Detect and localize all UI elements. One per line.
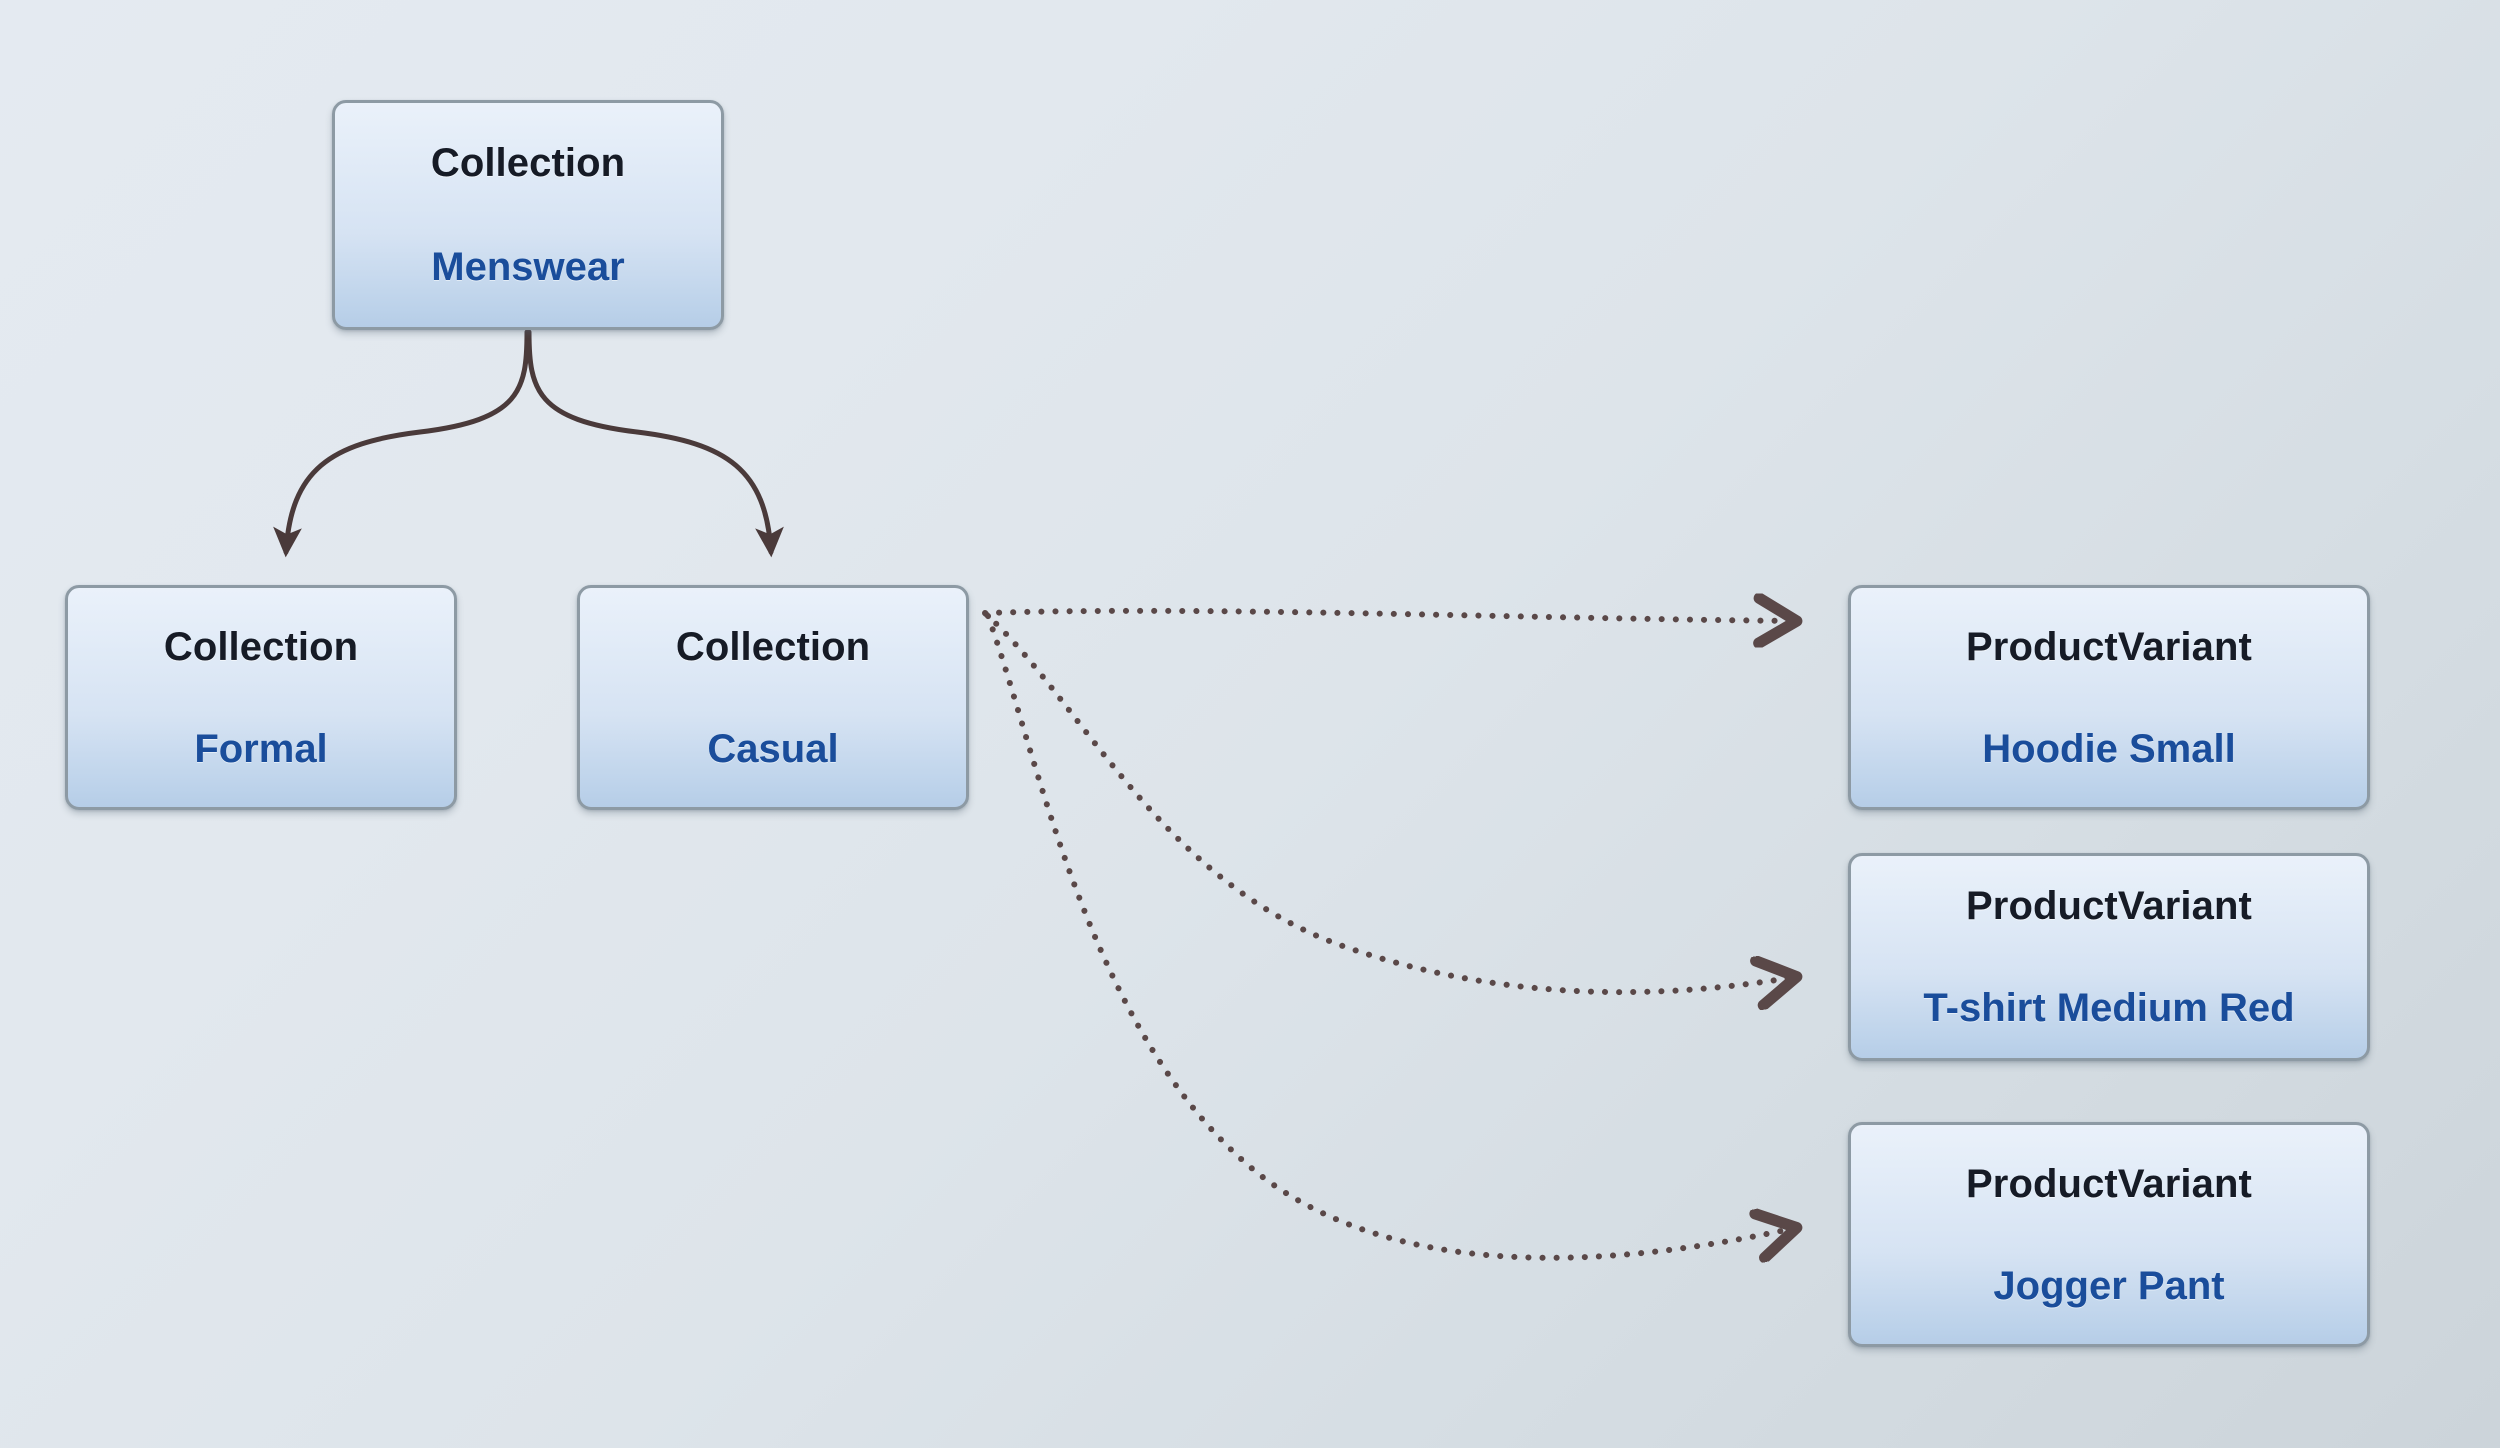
edge-casual-jogger xyxy=(985,613,1795,1258)
node-type-label: Collection xyxy=(675,624,871,669)
edge-casual-tshirt xyxy=(983,611,1795,992)
node-collection-menswear[interactable]: Collection Menswear xyxy=(332,100,724,330)
node-type-label: ProductVariant xyxy=(1966,624,2252,669)
node-productvariant-jogger-pant[interactable]: ProductVariant Jogger Pant xyxy=(1848,1122,2370,1347)
edge-casual-hoodie xyxy=(982,611,1795,621)
node-type-label: ProductVariant xyxy=(1966,884,2252,928)
node-productvariant-hoodie-small[interactable]: ProductVariant Hoodie Small xyxy=(1848,585,2370,810)
node-type-label: Collection xyxy=(430,141,626,185)
edge-menswear-casual xyxy=(526,329,784,558)
node-value-label: Hoodie Small xyxy=(1982,726,2236,771)
node-type-label: Collection xyxy=(163,624,359,669)
node-type-label: ProductVariant xyxy=(1966,1161,2252,1206)
edge-menswear-formal xyxy=(273,329,530,558)
node-value-label: Menswear xyxy=(431,245,625,289)
node-value-label: T-shirt Medium Red xyxy=(1923,986,2295,1030)
node-collection-formal[interactable]: Collection Formal xyxy=(65,585,457,810)
node-collection-casual[interactable]: Collection Casual xyxy=(577,585,969,810)
node-value-label: Jogger Pant xyxy=(1993,1263,2225,1308)
node-value-label: Casual xyxy=(707,726,839,771)
node-productvariant-tshirt-medium-red[interactable]: ProductVariant T-shirt Medium Red xyxy=(1848,853,2370,1061)
node-value-label: Formal xyxy=(194,726,328,771)
